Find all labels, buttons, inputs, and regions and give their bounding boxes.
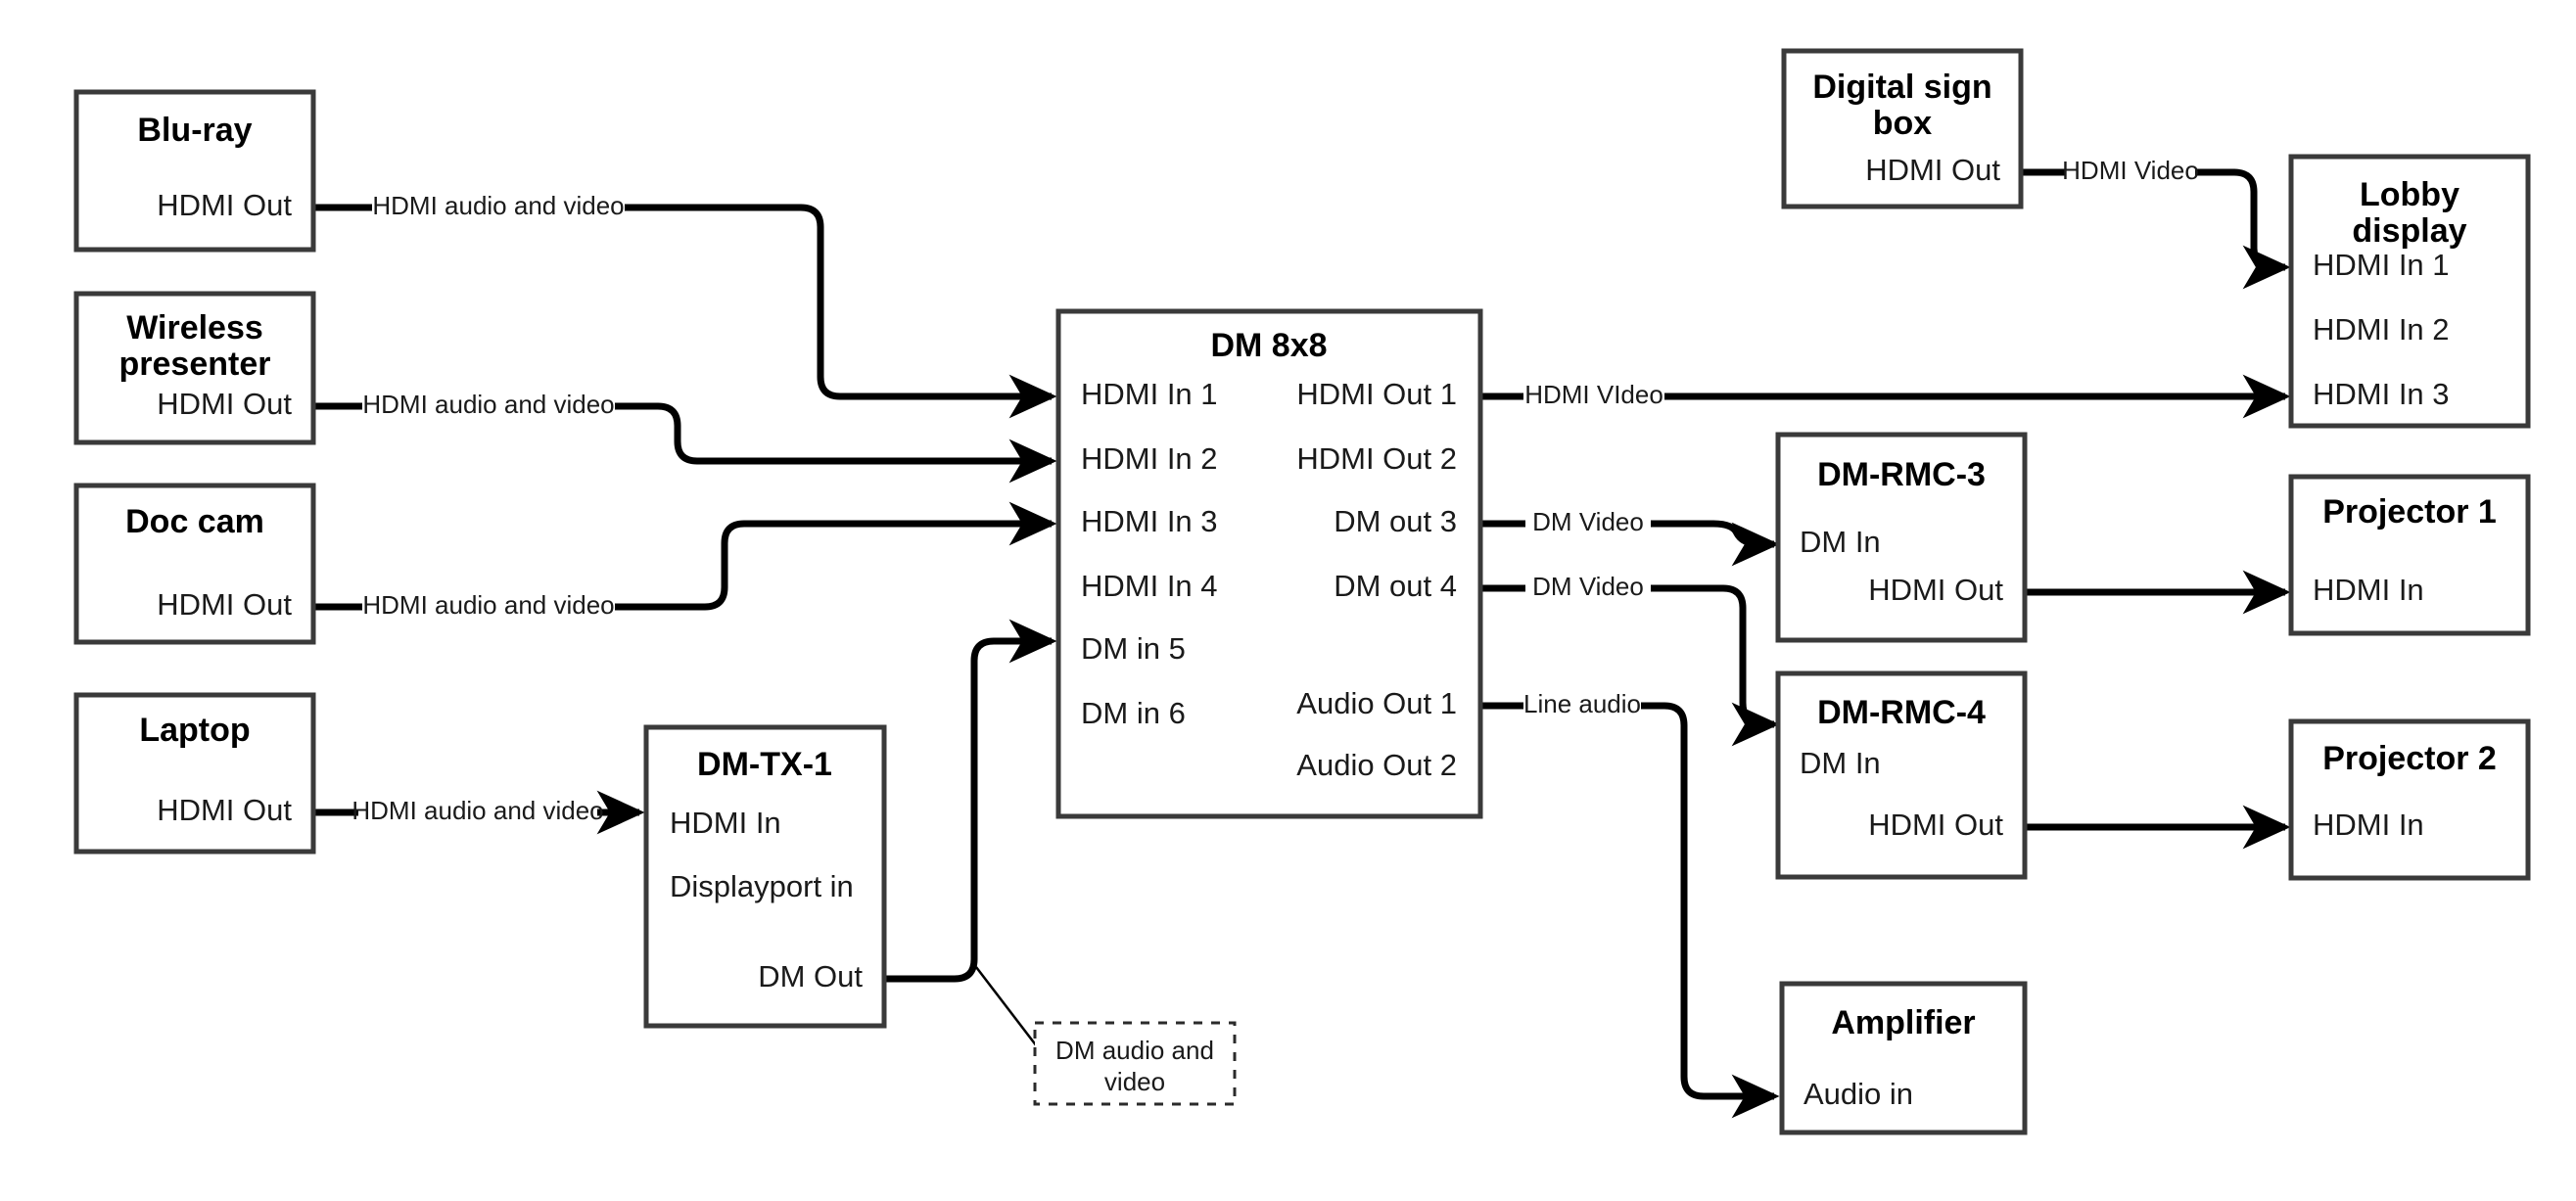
node-digital-sign-box-port-hdmi-out: HDMI Out: [1865, 153, 2000, 187]
edge-label-dmout3-to-rmc3: DM Video: [1532, 507, 1644, 536]
link-dmtx1-out-to-dm8x8-in5: [884, 619, 1057, 983]
edge-label-hdmiout1-to-lobby-in3: HDMI VIdeo: [1524, 380, 1663, 409]
node-laptop-port-hdmi-out: HDMI Out: [157, 793, 292, 827]
edge-label-dmout4-to-rmc4: DM Video: [1532, 572, 1644, 601]
edge-label-laptop-to-dmtx1: HDMI audio and video: [351, 796, 603, 825]
node-wireless-presenter[interactable]: Wireless presenter HDMI Out: [73, 291, 316, 445]
node-dm-8x8-input-hdmi-in-1: HDMI In 1: [1081, 377, 1218, 411]
node-dm-8x8-title: DM 8x8: [1210, 327, 1327, 364]
node-bluray[interactable]: Blu-ray HDMI Out: [73, 89, 316, 253]
node-wireless-presenter-title-line2: presenter: [119, 346, 271, 383]
node-dm-8x8-output-audio-out-2: Audio Out 2: [1296, 748, 1457, 782]
edge-label-wireless-to-dm8x8-in2: HDMI audio and video: [362, 390, 614, 419]
node-projector-1-title: Projector 1: [2322, 493, 2497, 531]
callout-dm-audio-and-video: DM audio and video: [1033, 1021, 1237, 1106]
node-lobby-display-input-hdmi-in-3: HDMI In 3: [2313, 377, 2450, 411]
node-dm-rmc-4-title: DM-RMC-4: [1817, 694, 1986, 731]
edge-label-bluray-to-dm8x8-in1: HDMI audio and video: [372, 191, 624, 220]
node-dm-rmc-3-title: DM-RMC-3: [1817, 456, 1986, 493]
node-doc-cam-port-hdmi-out: HDMI Out: [157, 587, 292, 622]
node-lobby-display[interactable]: Lobby display HDMI In 1 HDMI In 2 HDMI I…: [2288, 154, 2531, 429]
node-lobby-display-input-hdmi-in-1: HDMI In 1: [2313, 248, 2450, 282]
node-bluray-port-hdmi-out: HDMI Out: [157, 188, 292, 222]
node-lobby-display-input-hdmi-in-2: HDMI In 2: [2313, 312, 2450, 346]
node-dm-rmc-3[interactable]: DM-RMC-3 DM In HDMI Out: [1775, 432, 2028, 643]
node-doc-cam-title: Doc cam: [125, 503, 264, 540]
node-projector-2[interactable]: Projector 2 HDMI In: [2288, 718, 2531, 881]
node-bluray-title: Blu-ray: [137, 112, 252, 149]
link-bluray-to-dm8x8-in1: [313, 204, 1052, 396]
node-projector-1-box: [2288, 474, 2531, 636]
node-amplifier[interactable]: Amplifier Audio in: [1779, 981, 2028, 1135]
node-dm-rmc-3-port-dm-in: DM In: [1800, 525, 1881, 559]
node-lobby-display-box: [2288, 154, 2531, 429]
node-dm-8x8[interactable]: DM 8x8 HDMI In 1 HDMI In 2 HDMI In 3 HDM…: [1055, 308, 1483, 819]
node-digital-sign-box-box: [1781, 48, 2024, 209]
node-digital-sign-box-title: Digital sign: [1812, 69, 1991, 106]
link-dm8x8-dmout4-to-rmc4: [1480, 584, 1774, 724]
node-dm-rmc-4[interactable]: DM-RMC-4 DM In HDMI Out: [1775, 670, 2028, 880]
node-wireless-presenter-title: Wireless: [126, 309, 263, 346]
node-laptop-title: Laptop: [139, 712, 250, 749]
node-dm-8x8-output-hdmi-out-2: HDMI Out 2: [1296, 441, 1457, 476]
node-digital-sign-box[interactable]: Digital sign box HDMI Out: [1781, 48, 2024, 209]
node-dm-8x8-box: [1055, 308, 1483, 819]
node-wireless-presenter-port-hdmi-out: HDMI Out: [157, 387, 292, 421]
node-dm-rmc-4-box: [1775, 670, 2028, 880]
node-dm-8x8-input-dm-in-5: DM in 5: [1081, 631, 1186, 666]
node-doc-cam-box: [73, 483, 316, 645]
node-dm-8x8-input-hdmi-in-3: HDMI In 3: [1081, 504, 1218, 538]
node-projector-2-box: [2288, 718, 2531, 881]
node-projector-1[interactable]: Projector 1 HDMI In: [2288, 474, 2531, 636]
callout-leader-line: [975, 966, 1041, 1051]
link-dm8x8-dmout3-to-rmc3: [1480, 524, 1774, 544]
node-dm-8x8-output-dm-out-3: DM out 3: [1334, 504, 1457, 538]
node-laptop-box: [73, 692, 316, 855]
node-projector-1-port-hdmi-in: HDMI In: [2313, 573, 2424, 607]
node-dm-tx-1-port-hdmi-in: HDMI In: [670, 806, 781, 840]
node-amplifier-port-audio-in: Audio in: [1803, 1077, 1913, 1111]
node-dm-8x8-output-audio-out-1: Audio Out 1: [1296, 686, 1457, 720]
node-dm-rmc-3-box: [1775, 432, 2028, 643]
node-dm-rmc-4-port-dm-in: DM In: [1800, 746, 1881, 780]
node-dm-8x8-input-hdmi-in-2: HDMI In 2: [1081, 441, 1218, 476]
node-lobby-display-title: Lobby: [2360, 176, 2459, 213]
node-dm-tx-1-port-displayport-in: Displayport in: [670, 869, 854, 903]
node-digital-sign-box-title-line2: box: [1873, 105, 1933, 142]
edge-label-audioout1-to-amplifier: Line audio: [1523, 689, 1641, 718]
node-projector-2-title: Projector 2: [2322, 740, 2497, 777]
node-dm-tx-1-title: DM-TX-1: [697, 746, 832, 783]
node-doc-cam[interactable]: Doc cam HDMI Out: [73, 483, 316, 645]
node-dm-8x8-input-hdmi-in-4: HDMI In 4: [1081, 569, 1218, 603]
node-dm-8x8-output-hdmi-out-1: HDMI Out 1: [1296, 377, 1457, 411]
callout-dm-audio-and-video-line2: video: [1104, 1067, 1165, 1096]
node-laptop[interactable]: Laptop HDMI Out: [73, 692, 316, 855]
node-wireless-presenter-box: [73, 291, 316, 445]
node-dm-tx-1[interactable]: DM-TX-1 HDMI In Displayport in DM Out: [643, 724, 887, 1029]
node-lobby-display-title-line2: display: [2352, 212, 2466, 250]
edge-label-doccam-to-dm8x8-in3: HDMI audio and video: [362, 590, 614, 620]
node-projector-2-port-hdmi-in: HDMI In: [2313, 808, 2424, 842]
node-dm-8x8-input-dm-in-6: DM in 6: [1081, 696, 1186, 730]
node-bluray-box: [73, 89, 316, 253]
node-dm-rmc-4-port-hdmi-out: HDMI Out: [1868, 808, 2003, 842]
node-amplifier-title: Amplifier: [1831, 1004, 1975, 1041]
node-dm-8x8-output-dm-out-4: DM out 4: [1334, 569, 1457, 603]
link-wireless-to-dm8x8-in2: [313, 402, 1052, 461]
node-dm-rmc-3-port-hdmi-out: HDMI Out: [1868, 573, 2003, 607]
link-dm8x8-audioout1-to-amplifier: [1480, 702, 1774, 1096]
node-amplifier-box: [1779, 981, 2028, 1135]
link-doccam-to-dm8x8-in3: [313, 524, 1052, 611]
callout-dm-audio-and-video-box: [1033, 1021, 1237, 1106]
node-dm-tx-1-port-dm-out: DM Out: [758, 959, 863, 993]
callout-dm-audio-and-video-line1: DM audio and: [1055, 1036, 1214, 1065]
link-digitalsign-to-lobby-in1: [2021, 168, 2285, 267]
node-dm-tx-1-box: [643, 724, 887, 1029]
edge-label-sign-to-lobby-in1: HDMI Video: [2062, 156, 2199, 185]
